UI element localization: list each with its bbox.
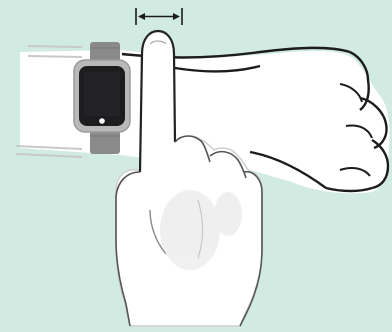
watch-icon bbox=[74, 60, 130, 132]
measure-arrow-icon bbox=[136, 8, 182, 25]
watch-button-icon bbox=[99, 118, 105, 124]
